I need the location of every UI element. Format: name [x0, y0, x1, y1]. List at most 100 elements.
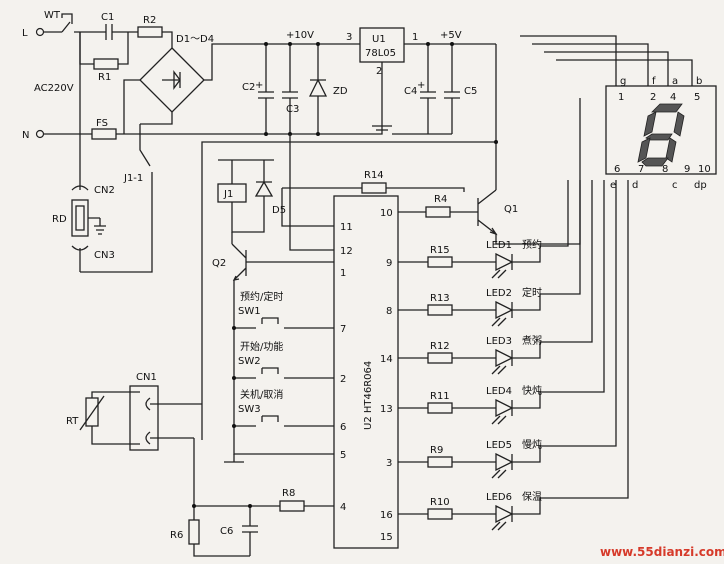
relay-driver: J1 D5 Q2: [212, 159, 334, 300]
label-sw3-func: 关机/取消: [240, 388, 283, 401]
relay-contact-j1-1: [80, 118, 173, 273]
led-diode: [495, 348, 514, 368]
ic-pin-number: 2: [340, 374, 346, 385]
ic-u2-body: [333, 195, 399, 549]
display-pin-number: 8: [662, 164, 668, 175]
display-pin-number: 1: [618, 92, 624, 103]
ic-pin-number: 16: [380, 510, 393, 521]
capacitor-c4: [420, 44, 436, 134]
label-cn1: CN1: [136, 372, 157, 383]
ic-pin-number: 12: [340, 246, 353, 257]
watermark: www.55dianzi.com: [600, 545, 724, 559]
ic-pin-number: 11: [340, 222, 353, 233]
label-u1: U1: [372, 34, 386, 45]
led-diode: [495, 252, 514, 272]
led-resistor-label: R10: [430, 497, 450, 508]
display-segment-letter: b: [696, 76, 702, 87]
led-diode: [495, 504, 514, 524]
led-resistor-label: R15: [430, 245, 450, 256]
led-resistor: [427, 304, 453, 316]
label-78l05: 78L05: [365, 48, 396, 59]
ic-pin-number: 14: [380, 354, 393, 365]
label-c2: C2: [242, 82, 255, 93]
display-pin-number: 9: [684, 164, 690, 175]
label-plus10v: +10V: [286, 30, 314, 41]
resistor-r2: [137, 26, 163, 38]
terminal-L: [35, 27, 45, 37]
ic-pin-number: 6: [340, 422, 346, 433]
display-pin-number: 7: [638, 164, 644, 175]
led-resistor: [427, 402, 453, 414]
display-segment: [673, 111, 685, 137]
label-sw2-func: 开始/功能: [240, 340, 283, 353]
led-diode: [495, 300, 514, 320]
label-u1-pin2: 2: [376, 66, 382, 77]
label-d1-d4: D1～D4: [176, 34, 214, 45]
display-pin-number: 5: [694, 92, 700, 103]
display-pin-number: 4: [670, 92, 676, 103]
label-c6: C6: [220, 526, 233, 537]
ic-pin-number: 13: [380, 404, 393, 415]
resistor-r8: [279, 500, 305, 512]
ic-pin-number: 1: [340, 268, 346, 279]
led-resistor: [427, 456, 453, 468]
capacitor-c5: [444, 44, 460, 134]
label-rd: RD: [52, 214, 67, 225]
display-segment-letter: e: [610, 180, 616, 191]
ic-pin-number: 8: [386, 306, 392, 317]
ic-pin-number: 10: [380, 208, 393, 219]
connector-cn1: [129, 385, 159, 451]
label-wt: WT: [44, 10, 61, 21]
capacitor-c2: [258, 44, 274, 134]
transistor-q2: [231, 232, 247, 300]
display-segment-letter: c: [672, 180, 678, 191]
resistor-r14: [361, 182, 387, 194]
label-r4: R4: [434, 194, 447, 205]
regulator-u1: [359, 27, 405, 63]
resistor-r6: [188, 519, 200, 545]
led-resistor-label: R13: [430, 293, 450, 304]
display-segment: [641, 157, 669, 167]
power-supply: +10V + C2 C3 ZD U1 78L05 3 2 1 +5V + C4 …: [201, 27, 498, 440]
resistor-r4: [425, 206, 451, 218]
led-resistor: [427, 508, 453, 520]
ic-pin-number: 3: [386, 458, 392, 469]
display-segment: [651, 103, 683, 113]
led-diode: [495, 398, 514, 418]
display-driver: R14 R4 Q1: [281, 98, 581, 251]
label-r1: R1: [98, 72, 111, 83]
label-r8: R8: [282, 488, 295, 499]
wt-switch: [44, 13, 96, 33]
label-zd: ZD: [333, 86, 348, 97]
fuse-fs: [91, 128, 117, 140]
led-resistor-label: R12: [430, 341, 450, 352]
label-c3: C3: [286, 104, 299, 115]
led-diode: [495, 452, 514, 472]
label-N: N: [22, 130, 29, 141]
display-segment-letter: f: [652, 76, 656, 87]
capacitor-c6: [242, 506, 258, 556]
label-c1: C1: [101, 12, 114, 23]
mains-input: L N AC220V WT C1 R2 R1 D1～D4 FS J1-1 CN2: [22, 10, 360, 273]
temperature-sensor: CN1 RT R8 R6 C6: [66, 372, 334, 557]
terminal-N: [35, 129, 45, 139]
label-c4: C4: [404, 86, 417, 97]
label-L: L: [22, 28, 28, 39]
label-r14: R14: [364, 170, 384, 181]
led-function-label: 保温: [522, 490, 542, 503]
ic-pin-number: 7: [340, 324, 346, 335]
label-u1-pin1: 1: [412, 32, 418, 43]
led-label: LED1: [486, 240, 512, 251]
ground-buttons: [224, 454, 244, 463]
label-sw1: SW1: [238, 306, 261, 317]
label-j1-1: J1-1: [123, 173, 143, 184]
ic-pin-number: 4: [340, 502, 346, 513]
